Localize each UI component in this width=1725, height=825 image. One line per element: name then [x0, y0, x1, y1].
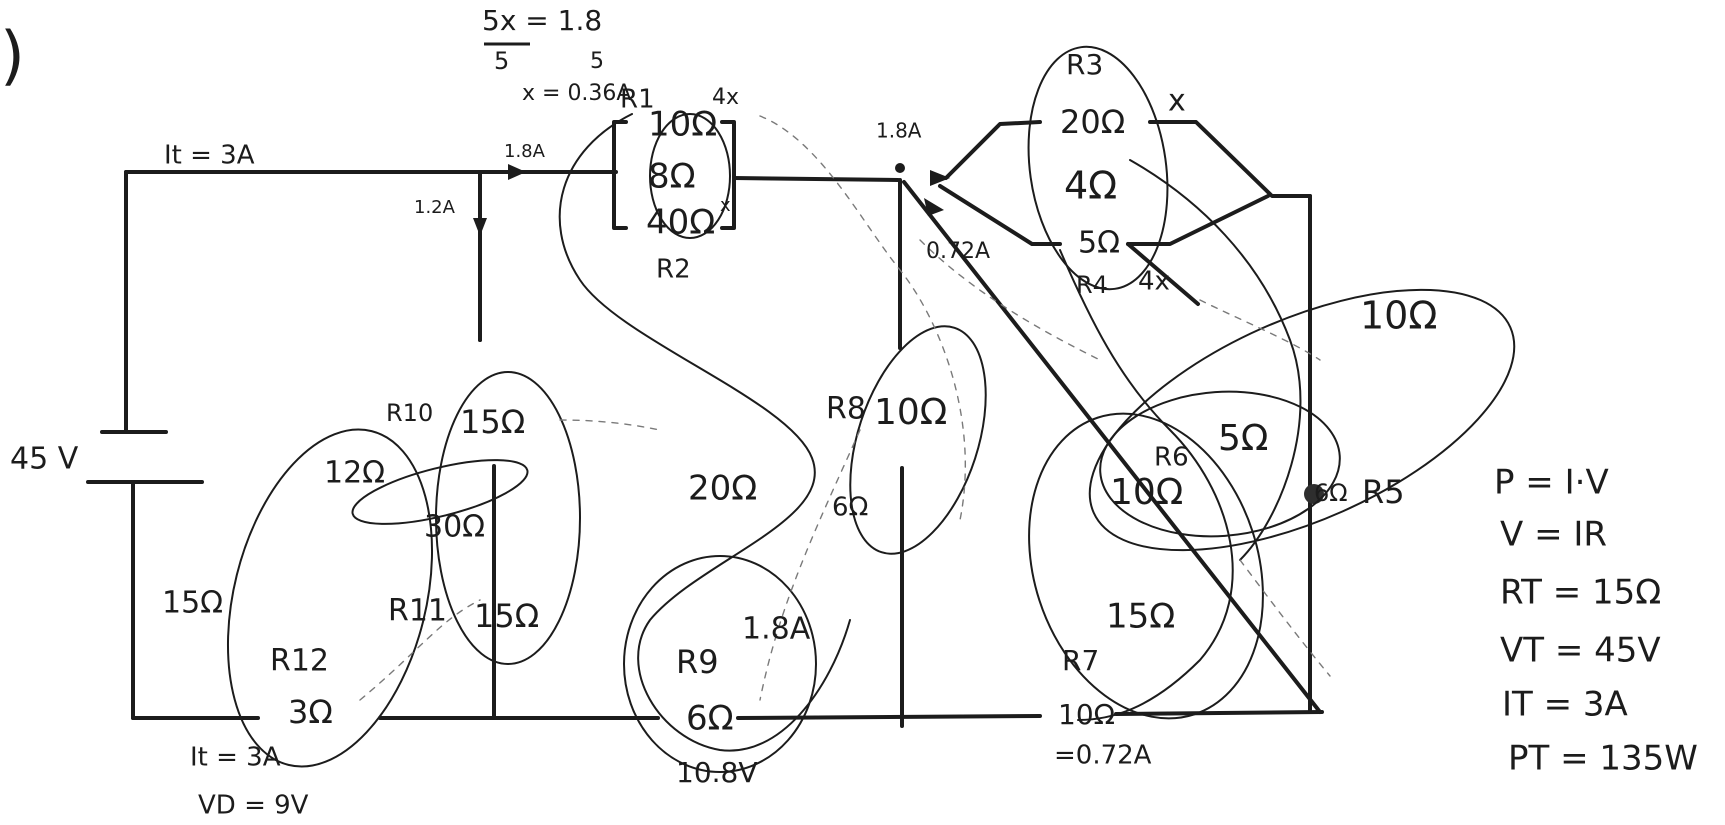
wire-r-bracket-right [720, 120, 736, 230]
r3-4-value: 4Ω [1064, 164, 1117, 208]
r1-4x: 4x [712, 85, 739, 110]
r2-value: 40Ω [646, 203, 715, 243]
r11-name: R11 [388, 594, 447, 629]
r-mid-value: 8Ω [648, 157, 696, 197]
formula-it: IT = 3A [1502, 685, 1628, 725]
r4-4x: 4x [1138, 267, 1170, 297]
r5-5-value: 5Ω [1218, 418, 1268, 459]
label-it-top: It = 3A [164, 141, 255, 171]
label-0-72a-bottom: =0.72A [1054, 741, 1152, 771]
loop-r8 [849, 325, 987, 555]
paren-mark: ) [0, 20, 25, 94]
formula-vt: VT = 45V [1500, 631, 1661, 671]
loop-left-big [226, 428, 434, 768]
junction-node-icon [895, 163, 905, 173]
arrow-right-icon [508, 164, 526, 180]
wire-bottom-right [1114, 710, 1324, 716]
formula-p: P = I·V [1494, 463, 1609, 503]
r8-name: R8 [826, 392, 866, 427]
r2-name: R2 [656, 255, 691, 285]
r11-value: 15Ω [474, 597, 539, 635]
wire-r-bracket [612, 120, 628, 230]
wire-node-r4 [938, 184, 1062, 246]
arrow-diagonal-icon [924, 198, 944, 216]
r3-x-mark: x [1168, 84, 1186, 119]
big-10-value: 10Ω [1360, 294, 1437, 338]
r7-name: R7 [1062, 644, 1099, 677]
loop-r4-long [1059, 249, 1234, 721]
r2-x-mark: x [720, 195, 731, 216]
wire-r3-right [1148, 120, 1312, 198]
formula-rt: RT = 15Ω [1500, 573, 1661, 613]
r6-name: R6 [1154, 443, 1189, 473]
label-vd: VD = 9V [198, 791, 309, 821]
formula-pt: PT = 135W [1508, 739, 1698, 779]
label-10-8v: 10.8V [676, 756, 758, 789]
loop-5-6 [1099, 390, 1341, 538]
eq-den: 5 [494, 47, 509, 75]
r8-value: 10Ω [874, 392, 947, 433]
label-1-8a-node: 1.8A [876, 119, 922, 143]
arrow-right-icon [930, 170, 950, 186]
left-15-value: 15Ω [162, 586, 223, 621]
r4-value: 5Ω [1078, 226, 1120, 261]
r1-value: 10Ω [648, 105, 717, 145]
grouping-loops [226, 45, 1516, 773]
loop-r12-30 [351, 459, 529, 525]
wire-r4-right [1126, 194, 1270, 246]
r5-6-value: 6Ω [1314, 479, 1348, 507]
loop-serpentine [558, 113, 851, 752]
loop-10-big [1088, 288, 1516, 552]
r1-name: R1 [620, 85, 655, 115]
loop-r9 [623, 555, 817, 773]
c15-value: 15Ω [1106, 597, 1175, 637]
wire-to-node [732, 176, 900, 182]
formula-v: V = IR [1500, 515, 1607, 555]
r10-value: 15Ω [460, 403, 525, 441]
wire-node-r3 [944, 120, 1042, 180]
r12-name: R12 [270, 644, 329, 679]
wire-diagonal-node [902, 180, 1322, 714]
label-1-8a-top: 1.8A [504, 141, 546, 162]
label-it-bottom: It = 3A [190, 743, 281, 773]
circuit-wires [86, 120, 1324, 728]
eq-x: x = 0.36A [522, 81, 631, 106]
r10-name: R10 [386, 399, 433, 427]
r12-12-value: 12Ω [324, 456, 385, 491]
wire-bottom-r9 [736, 714, 1042, 720]
wire-diagonal-r4 [1126, 242, 1200, 306]
handwritten-labels: ) 5x = 1.8 5 5 x = 0.36A It = 3A 1.8A 1.… [0, 4, 1698, 821]
label-1-8a-mid: 1.8A [742, 612, 811, 647]
r9-value: 6Ω [686, 699, 734, 739]
r5-name: R5 [1362, 473, 1405, 511]
eq-den2: 5 [590, 49, 604, 74]
eq-5x: 5x = 1.8 [482, 4, 602, 37]
battery-voltage: 45 V [10, 442, 79, 477]
r4-name: R4 [1076, 271, 1108, 299]
label-1-2a: 1.2A [414, 197, 456, 218]
mid-20-value: 20Ω [688, 469, 757, 509]
loop-r3-r4 [1027, 45, 1169, 291]
r6-10-value: 10Ω [1110, 472, 1183, 513]
r9-name: R9 [676, 643, 719, 681]
mid-6-value: 6Ω [832, 493, 868, 523]
r3-name: R3 [1066, 48, 1103, 81]
label-0-72a-branch: 0.72A [926, 239, 990, 264]
r7-value: 10Ω [1058, 698, 1115, 731]
loop-r3-long [1129, 159, 1302, 561]
arrow-down-icon [473, 218, 487, 236]
loop-r6-r7 [1028, 412, 1264, 720]
r3-value: 20Ω [1060, 103, 1125, 141]
current-arrows [473, 163, 1324, 504]
r12-value: 3Ω [288, 693, 333, 731]
pencil-guides [359, 115, 1331, 701]
r11-30-value: 30Ω [424, 510, 485, 545]
loop-r1-r2 [649, 113, 731, 239]
